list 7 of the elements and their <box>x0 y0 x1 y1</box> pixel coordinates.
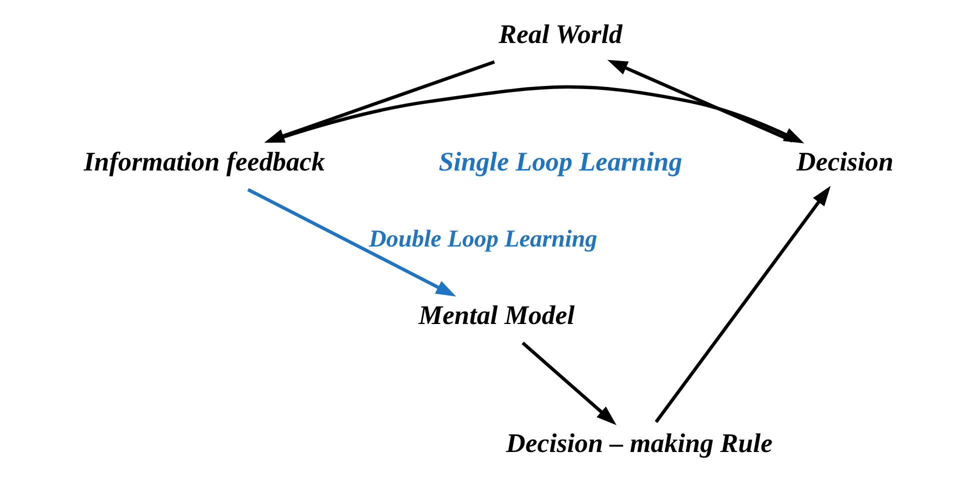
node-text: Information feedback <box>84 146 325 177</box>
node-text: Decision – making Rule <box>506 428 773 458</box>
edge-label: Double Loop Learning <box>368 226 598 253</box>
node-text: Decision <box>796 146 894 177</box>
node-text: Mental Model <box>418 300 575 330</box>
node-text: Real World <box>498 19 622 50</box>
label: Single Loop Learning <box>438 146 682 177</box>
